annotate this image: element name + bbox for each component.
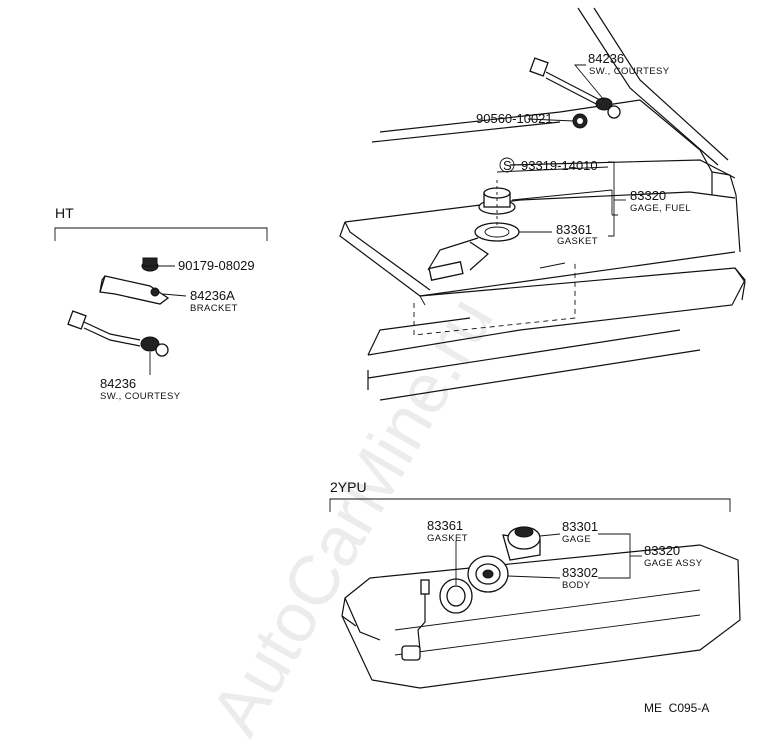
section-title-ht: HT [55,205,74,221]
leader-lines-ht [149,265,187,375]
screw-symbol: S [503,158,512,173]
leader-lines-top [496,64,626,237]
nut-top [572,113,588,129]
gasket-2ypu [439,578,473,614]
screw-symbol-circle [499,157,515,173]
label-sw-courtesy-ht: SW., COURTESY [100,391,181,402]
bracket-line-2ypu [329,498,731,512]
label-84236-top: 84236 [588,51,624,66]
label-83301: 83301 [562,519,598,534]
label-gage-assy: GAGE ASSY [644,558,703,569]
label-gage-fuel: GAGE, FUEL [630,203,691,214]
label-93319-14010: 93319-14010 [521,158,598,173]
label-gage-2ypu: GAGE [562,534,591,545]
body-2ypu [467,555,509,593]
courtesy-switch-ht [67,310,169,357]
label-bracket: BRACKET [190,303,238,314]
label-90179-08029: 90179-08029 [178,258,255,273]
gage-2ypu [502,526,541,561]
label-83320-2ypu: 83320 [644,543,680,558]
leader-lines-2ypu [455,533,642,585]
watermark-text: AutoCarMine.ru [195,284,508,748]
float-arm-2ypu [401,579,430,661]
tank-2ypu [341,544,741,689]
fuel-gage-sender [427,180,520,281]
label-sw-courtesy-top: SW., COURTESY [589,66,670,77]
figure-code: ME C095-A [644,701,709,715]
label-83361-2ypu: 83361 [427,518,463,533]
label-83302: 83302 [562,565,598,580]
label-gasket-2ypu: GASKET [427,533,468,544]
courtesy-switch-top [529,57,621,119]
label-gasket-top: GASKET [557,236,598,247]
section-title-2ypu: 2YPU [330,479,367,495]
label-84236a: 84236A [190,288,235,303]
label-83320-top: 83320 [630,188,666,203]
label-84236-ht: 84236 [100,376,136,391]
bracket-part [99,275,170,305]
vehicle-body-drawing [339,7,746,401]
bracket-line-ht [54,227,268,241]
label-83361-top: 83361 [556,222,592,237]
nut-ht [141,257,159,272]
label-90560-10021: 90560-10021 [476,111,553,126]
label-body-2ypu: BODY [562,580,591,591]
